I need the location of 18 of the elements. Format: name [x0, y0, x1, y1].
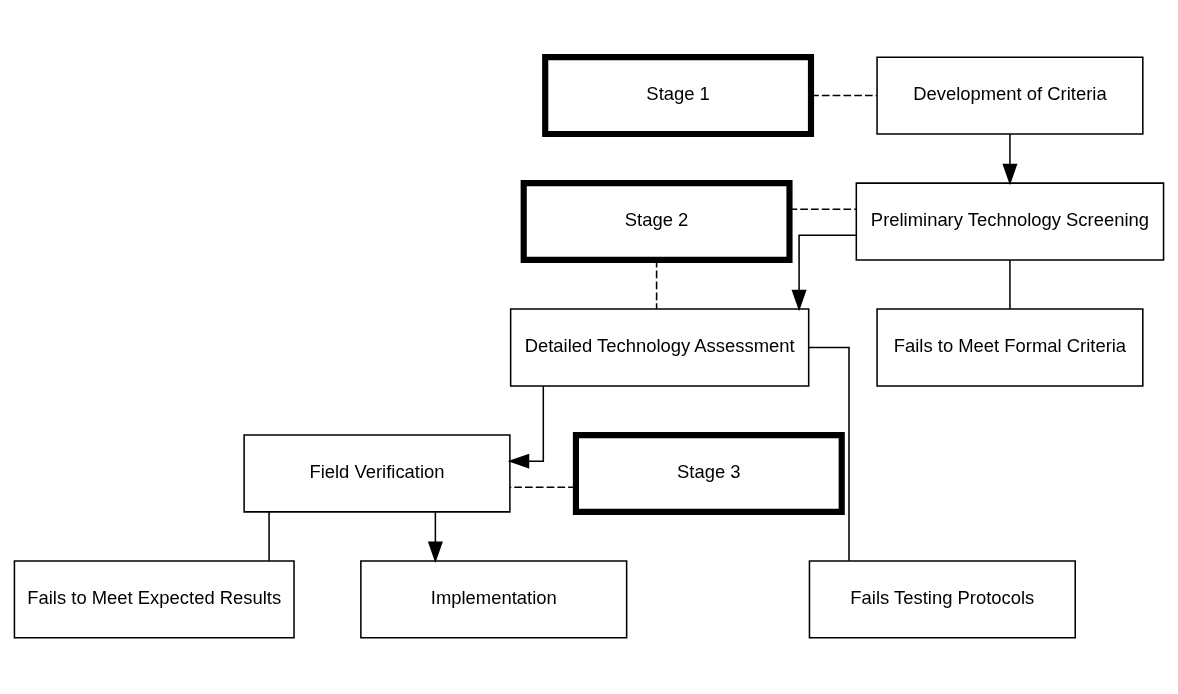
- connector: [268, 510, 270, 562]
- arrow: [427, 510, 443, 563]
- node-box: Development of Criteria: [876, 55, 1144, 135]
- arrow: [791, 234, 857, 311]
- node-box: Field Verification: [243, 433, 511, 513]
- node-box: Preliminary Technology Screening: [855, 181, 1165, 261]
- node-box: Detailed Technology Assessment: [509, 307, 810, 387]
- node-box: Stage 2: [520, 179, 793, 263]
- arrow: [507, 384, 545, 469]
- node-box: Stage 1: [542, 53, 815, 137]
- node-box: Implementation: [360, 559, 628, 639]
- node-box: Fails to Meet Expected Results: [13, 559, 295, 639]
- arrow: [1002, 132, 1018, 185]
- node-box: Stage 3: [572, 431, 845, 515]
- node-box: Fails Testing Protocols: [808, 559, 1076, 639]
- connector: [1009, 258, 1011, 310]
- connector: [808, 346, 850, 561]
- node-box: Fails to Meet Formal Criteria: [876, 307, 1144, 387]
